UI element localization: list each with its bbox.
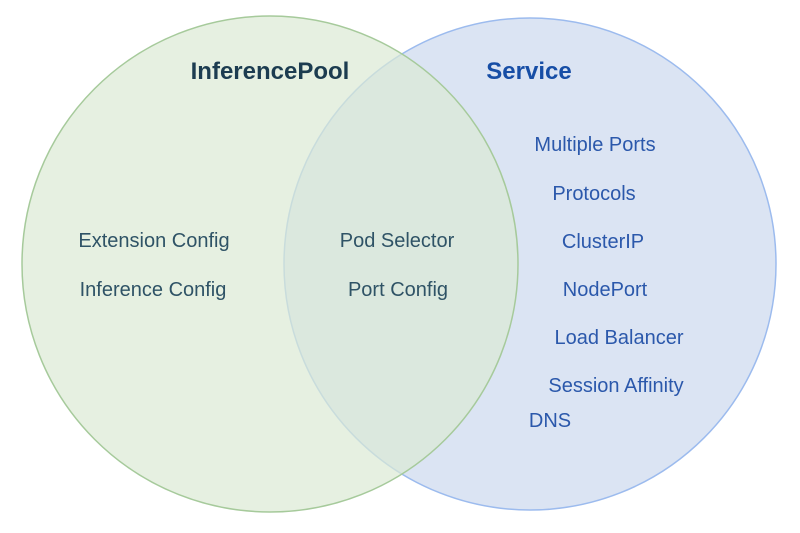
right-item-clusterip: ClusterIP [561,231,645,253]
right-item-dns: DNS [528,410,572,432]
right-item-nodeport: NodePort [562,279,648,301]
right-item-multiple-ports: Multiple Ports [534,134,656,156]
intersection-item-pod-selector: Pod Selector [339,230,455,252]
inferencepool-circle [21,15,519,513]
right-item-protocols: Protocols [552,183,636,205]
left-item-extension-config: Extension Config [78,230,230,252]
right-item-load-balancer: Load Balancer [554,327,684,349]
inferencepool-title: InferencePool [190,58,350,85]
left-item-inference-config: Inference Config [79,279,227,301]
service-title: Service [486,58,572,85]
intersection-item-port-config: Port Config [347,279,449,301]
right-item-session-affinity: Session Affinity [548,375,684,397]
